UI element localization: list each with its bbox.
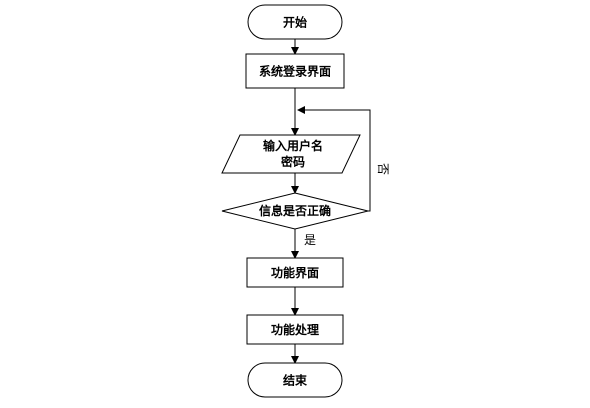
start-node: 开始 [247, 4, 343, 40]
decision-node: 信息是否正确 [221, 192, 369, 230]
function-screen-node: 功能界面 [246, 257, 344, 288]
end-label: 结束 [283, 373, 308, 388]
decision-label: 信息是否正确 [259, 203, 331, 218]
function-process-node: 功能处理 [246, 314, 344, 345]
login-screen-label: 系统登录界面 [259, 64, 331, 79]
no-label: 否 [376, 163, 390, 175]
input-label-line2: 密码 [281, 154, 305, 169]
input-label-line1: 输入用户名 [263, 138, 323, 153]
start-label: 开始 [283, 15, 307, 30]
yes-label: 是 [304, 233, 316, 247]
edge-decision-no-loop [297, 106, 371, 212]
input-node: 输入用户名 密码 [221, 134, 361, 174]
end-node: 结束 [247, 362, 343, 398]
function-process-label: 功能处理 [271, 322, 319, 337]
function-screen-label: 功能界面 [271, 265, 319, 280]
login-screen-node: 系统登录界面 [245, 53, 345, 89]
